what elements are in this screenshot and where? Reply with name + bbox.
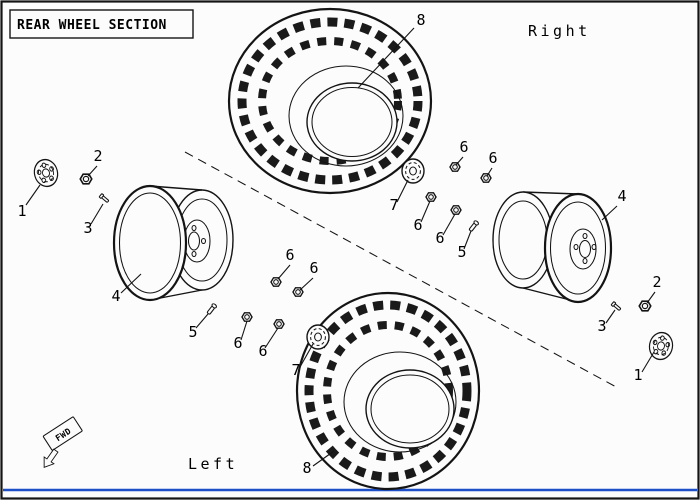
callout-flange-nut-left-b[interactable]: 6 [309, 259, 318, 277]
callout-hubcap-left[interactable]: 1 [17, 202, 26, 220]
flange-nut-left-d [273, 319, 285, 329]
callout-center-cap-left[interactable]: 7 [291, 361, 300, 379]
leader-line [455, 156, 464, 166]
callout-flange-nut-left-c[interactable]: 6 [233, 334, 242, 352]
fwd-decal-frame [42, 416, 83, 451]
title-box: REAR WHEEL SECTION [9, 9, 194, 39]
callout-flange-nut-right-d[interactable]: 6 [435, 229, 444, 247]
tire-left [295, 291, 481, 491]
callout-valve-stem-left[interactable]: 5 [188, 323, 197, 341]
callout-flange-nut-right-a[interactable]: 6 [459, 138, 468, 156]
leader-line [195, 313, 209, 329]
leader-line [299, 343, 314, 368]
tire-right [227, 7, 433, 195]
leader-line [486, 167, 493, 177]
leader-line [357, 27, 415, 89]
center-cap-left [306, 324, 330, 350]
axis-dashed-line [184, 151, 619, 389]
flange-nut-right-c [425, 192, 437, 202]
leader-line [264, 327, 279, 349]
page-title: REAR WHEEL SECTION [17, 18, 167, 33]
flange-nut-right-b [480, 173, 492, 183]
left-side-label: Left [188, 455, 238, 473]
flange-nut-right-d [450, 205, 462, 215]
leader-line [90, 203, 104, 225]
leader-line [25, 184, 41, 206]
callout-tire-right[interactable]: 8 [416, 11, 425, 29]
callout-flange-nut-right-c[interactable]: 6 [413, 216, 422, 234]
callout-tire-left[interactable]: 8 [302, 459, 311, 477]
callout-stud-right[interactable]: 3 [597, 317, 606, 335]
leader-line [641, 351, 655, 373]
flange-nut-right-a [449, 162, 461, 172]
leader-line [420, 200, 431, 223]
callout-valve-stem-right[interactable]: 5 [457, 243, 466, 261]
leader-line [396, 179, 409, 203]
leader-line [646, 291, 656, 304]
flange-nut-left-a [270, 277, 282, 287]
callout-flange-nut-left-d[interactable]: 6 [258, 342, 267, 360]
callout-hubcap-right[interactable]: 1 [633, 366, 642, 384]
rim-left [112, 184, 234, 302]
lug-nut-right [638, 300, 652, 312]
leader-line [605, 309, 616, 324]
fwd-decal: FWD [42, 416, 83, 468]
leader-lines [25, 27, 656, 467]
callout-lug-nut-right[interactable]: 2 [652, 273, 661, 291]
lug-nut-left [79, 173, 93, 185]
leader-line [120, 273, 142, 294]
leader-line [240, 320, 248, 341]
leader-line [87, 165, 98, 177]
callout-flange-nut-left-a[interactable]: 6 [285, 246, 294, 264]
callout-rim-left[interactable]: 4 [111, 287, 120, 305]
rim-right [492, 191, 613, 304]
leader-line [277, 264, 291, 280]
leader-line [442, 213, 456, 236]
leader-line [299, 277, 314, 291]
fwd-arrow-icon [43, 448, 59, 468]
callout-lug-nut-left[interactable]: 2 [93, 147, 102, 165]
leader-line [463, 230, 472, 250]
callout-flange-nut-right-b[interactable]: 6 [488, 149, 497, 167]
leader-line [601, 205, 618, 221]
callout-rim-right[interactable]: 4 [617, 187, 626, 205]
callouts: 8 1 2 3 4 5 6 6 6 6 7 8 7 6 6 6 6 5 4 2 … [17, 11, 661, 477]
leader-line [312, 450, 335, 467]
flange-nut-left-c [241, 312, 253, 322]
callout-stud-left[interactable]: 3 [83, 219, 92, 237]
center-cap-right [401, 158, 425, 184]
callout-center-cap-right[interactable]: 7 [389, 196, 398, 214]
right-side-label: Right [528, 22, 591, 40]
